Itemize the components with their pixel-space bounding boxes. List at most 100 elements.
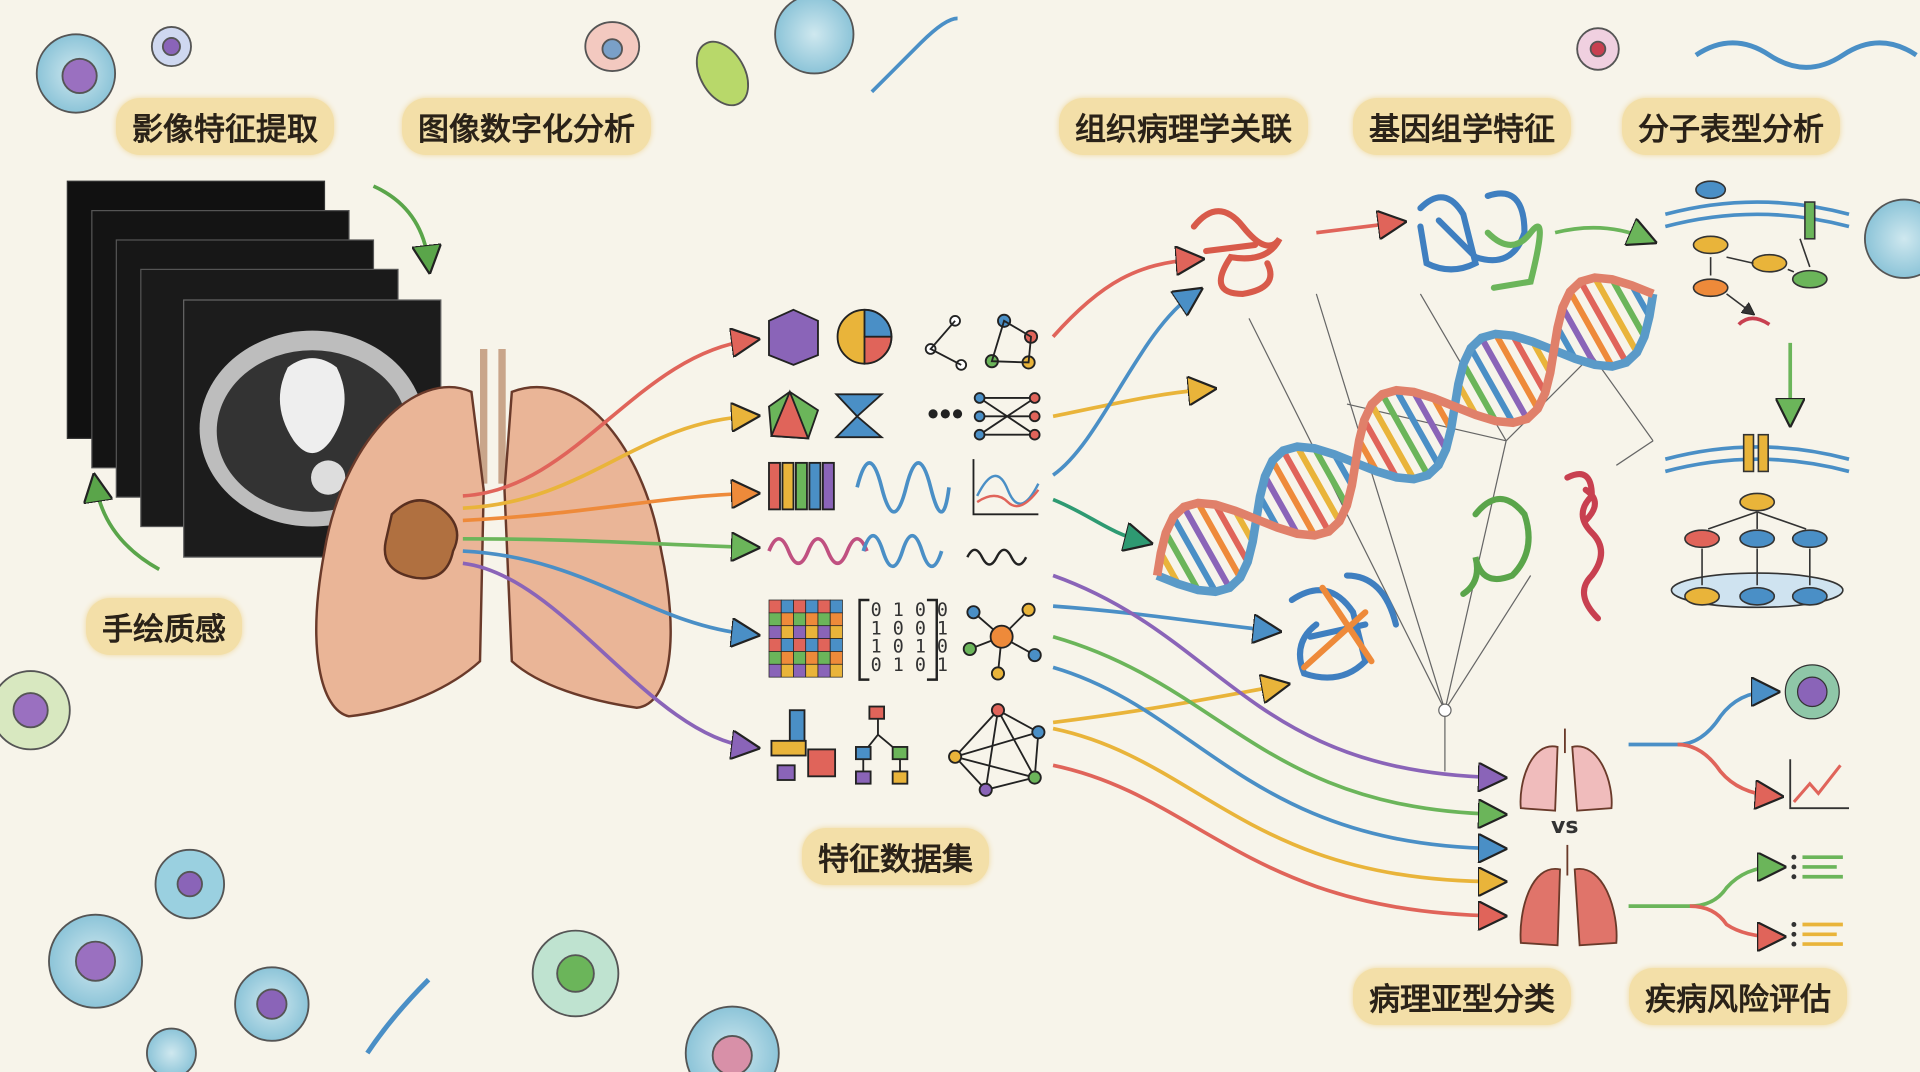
matrix-cell [817, 663, 831, 678]
base-pair [1393, 388, 1442, 467]
matrix-cell [829, 663, 843, 678]
data-flow-arrows [1051, 260, 1496, 916]
list-icon [1791, 922, 1843, 947]
matrix-cell [780, 625, 794, 639]
matrix-cell [805, 612, 819, 627]
base-pair [1559, 305, 1598, 367]
binary-row: 0 1 0 1 [871, 655, 948, 676]
feature-icon-grid [767, 308, 1041, 569]
base-pair [1163, 531, 1201, 592]
matrix-cell [793, 638, 807, 652]
outcome-lungs-b [1519, 844, 1618, 947]
base-pair [1368, 402, 1417, 481]
base-pair [1212, 503, 1251, 564]
matrix-cell [805, 599, 819, 614]
matrix-cell [793, 651, 807, 665]
protein-structures [1190, 190, 1605, 681]
list-icon [1791, 854, 1843, 880]
matrix-cell [780, 651, 794, 665]
base-pair [1361, 418, 1400, 479]
matrix-cell [829, 651, 843, 665]
label-hand-drawn-texture: 手绘质感 [86, 598, 242, 655]
molecular-pathway-top [1664, 180, 1850, 327]
label-histopathology-correlation: 组织病理学关联 [1059, 98, 1308, 155]
trend-chart-icon [1789, 759, 1849, 810]
matrix-cell [768, 599, 782, 614]
binary-row: 0 1 0 0 [871, 600, 948, 621]
matrix-cell [829, 638, 843, 652]
matrix-cell [768, 612, 782, 627]
base-pair [1468, 346, 1516, 425]
label-image-digital-analysis: 图像数字化分析 [402, 98, 651, 155]
matrix-cell [768, 651, 782, 665]
ct-scan-stack [66, 180, 442, 558]
binary-row: 1 0 1 0 [871, 637, 948, 658]
matrix-cell [793, 625, 807, 639]
matrix-cell [780, 638, 794, 652]
matrix-cell [768, 625, 782, 639]
base-pair [1269, 459, 1318, 537]
base-pair [1311, 446, 1350, 508]
matrix-cell [817, 599, 831, 614]
label-disease-risk-assessment: 疾病风险评估 [1629, 968, 1847, 1025]
pathway-arrow [1316, 223, 1396, 233]
dna-double-helix [1152, 273, 1658, 597]
label-feature-dataset: 特征数据集 [802, 828, 989, 885]
base-pair [1478, 336, 1530, 421]
matrix-cell [817, 638, 831, 652]
matrix-cell [805, 638, 819, 652]
matrix-cell [829, 599, 843, 614]
lung-feature-arrows [462, 340, 750, 747]
outcome-branch-arrows [1628, 692, 1776, 937]
matrix-cell [793, 663, 807, 678]
base-pair [1181, 505, 1233, 590]
binary-row: 1 0 0 1 [871, 618, 948, 639]
base-pair [1294, 445, 1343, 523]
outcome-lungs-a [1519, 728, 1613, 812]
matrix-cell [793, 599, 807, 614]
label-genomic-features: 基因组学特征 [1353, 98, 1571, 155]
network-icons [770, 602, 1046, 797]
base-pair [1262, 474, 1300, 536]
matrix-cell [780, 612, 794, 627]
base-pair [1510, 334, 1548, 395]
base-pair [1492, 332, 1541, 411]
label-pathology-subtype-classification: 病理亚型分类 [1353, 968, 1571, 1025]
base-pair [1609, 277, 1648, 339]
dna-strand [1152, 273, 1655, 577]
matrix-cell [780, 663, 794, 678]
matrix-cell [817, 625, 831, 639]
color-matrix-icon [768, 599, 843, 678]
matrix-cell [817, 612, 831, 627]
result-cell-icon [1784, 664, 1840, 720]
base-pair [1578, 280, 1629, 365]
base-pair [1195, 501, 1243, 580]
label-imaging-feature-extraction: 影像特征提取 [116, 98, 334, 155]
dna-strand [1155, 293, 1658, 597]
matrix-cell [817, 651, 831, 665]
base-pair [1411, 390, 1449, 451]
base-pair [1379, 392, 1431, 477]
base-pair [1170, 515, 1219, 594]
matrix-cell [829, 612, 843, 627]
matrix-cell [805, 651, 819, 665]
matrix-cell [768, 663, 782, 678]
curved-arrow-icon [372, 184, 428, 263]
matrix-cell [805, 625, 819, 639]
base-pair [1280, 449, 1332, 534]
binary-matrix: 0 1 0 0 1 0 0 1 1 0 1 0 0 1 0 1 [858, 598, 948, 681]
base-pair [1592, 276, 1640, 354]
matrix-cell [793, 612, 807, 627]
matrix-cell [768, 638, 782, 652]
matrix-cell [805, 663, 819, 678]
curved-arrow-icon [96, 484, 161, 571]
molecular-pathway-bottom [1664, 433, 1850, 609]
base-pair [1567, 290, 1615, 368]
pathway-arrow [1554, 228, 1647, 239]
matrix-cell [780, 599, 794, 614]
versus-label: vs [1551, 814, 1579, 839]
label-molecular-phenotype-analysis: 分子表型分析 [1622, 98, 1840, 155]
base-pair [1460, 362, 1499, 423]
